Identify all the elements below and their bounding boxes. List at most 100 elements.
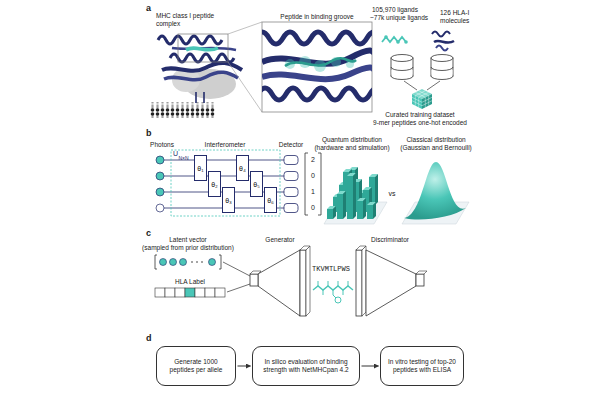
panel-letter: a [146, 3, 151, 14]
mhc-protein-part [158, 36, 222, 44]
generated-peptide-molecule-part [313, 286, 353, 290]
binding-groove-inset-part-part [262, 88, 372, 100]
discriminator-network-part [366, 250, 416, 316]
photon-sources-part [156, 156, 164, 164]
generator-network-part [300, 250, 306, 316]
photon-sources-part [156, 172, 164, 180]
mhc-protein [158, 36, 242, 103]
process-box: Generate 1000 peptides per allele [156, 346, 236, 386]
mhc-protein-part [196, 92, 204, 103]
discriminator-network-part [416, 271, 427, 274]
dataset-count: 105,970 ligands [372, 6, 418, 14]
hla-label-cells-part [185, 288, 195, 297]
mhc-protein-part [164, 72, 238, 80]
hla-label-cells-part [175, 288, 185, 297]
discriminator-network [356, 246, 427, 316]
flow-arrow [238, 366, 251, 367]
database-icons-part [427, 81, 440, 90]
phase-label: θ₄ [239, 165, 246, 172]
peptide-icon-part [396, 40, 400, 44]
generator-network-part [250, 274, 258, 286]
generated-peptide-molecule-part [333, 295, 336, 298]
hla-protein-icon-part [434, 41, 454, 43]
phase-label: θ₆ [267, 197, 274, 204]
zoom-box [178, 22, 262, 112]
quantum-bar-chart-part [347, 176, 353, 219]
latent-vector-part [209, 259, 216, 266]
mhc-protein-part [172, 48, 236, 50]
hla-label-cells [155, 288, 225, 297]
generator-inputs-part [227, 284, 250, 292]
database-icons [391, 55, 453, 91]
generated-peptide-molecule [313, 281, 353, 303]
input-label: HLA Label [175, 278, 205, 286]
photon-count: 0 [311, 172, 315, 180]
process-box: In vitro testing of top-20 peptides with… [380, 346, 464, 386]
quantum-bar-chart-part [337, 194, 343, 219]
generator-inputs [223, 262, 250, 292]
latent-vector-part [196, 261, 198, 263]
phase-shifter-box: θ₁ [194, 155, 207, 181]
photon-sources-part [156, 204, 164, 212]
column-heading: Detector [279, 141, 304, 149]
phase-shifter-box: θ₅ [250, 171, 263, 197]
dataset-count: ~77k unique ligands [370, 14, 428, 22]
hla-protein-icon [432, 32, 454, 51]
column-heading: Interferometer [205, 141, 246, 149]
photon-sources-part [156, 188, 164, 196]
membrane [150, 102, 215, 118]
phase-label: θ₃ [225, 197, 232, 204]
latent-vector [155, 255, 221, 269]
gaussian-surface [402, 162, 469, 224]
step-text: In silico evaluation of binding strength… [258, 358, 354, 374]
quantum-bar-chart-part [327, 209, 333, 219]
peptide-sequence: TKVMTLPWS [312, 265, 350, 273]
network-label: Generator [265, 236, 294, 244]
photon-count: 2 [311, 156, 315, 164]
latent-vector-part [191, 261, 193, 263]
zoom-box-part [228, 62, 262, 112]
generator-inputs-part [223, 262, 250, 276]
one-hot-cube-part [415, 91, 428, 98]
one-hot-cube-part [412, 96, 422, 108]
mhc-protein-part [162, 63, 242, 71]
quantum-bar-chart-part [363, 198, 366, 219]
output-bracket-part [318, 153, 321, 215]
discriminator-network-part [356, 250, 362, 316]
photon-count: 0 [311, 204, 315, 212]
interferometer-outline [171, 150, 280, 216]
peptide-icon-part [404, 40, 408, 44]
process-box: In silico evaluation of binding strength… [252, 346, 360, 386]
network-label: Discriminator [371, 236, 409, 244]
output-bracket-part [305, 153, 308, 215]
latent-vector-part [180, 259, 187, 266]
peptide-icon [382, 35, 408, 44]
quantum-bar-chart-part [353, 173, 356, 219]
latent-vector-part [201, 261, 203, 263]
detectors-part [284, 172, 298, 181]
discriminator-network-part [416, 274, 424, 286]
phase-shifter-box: θ₄ [236, 155, 249, 181]
detectors-part [284, 156, 298, 165]
quantum-bar-chart [324, 167, 387, 224]
interferometer-outline-part [171, 150, 280, 216]
panel-letter: b [146, 128, 152, 139]
latent-vector-part [170, 259, 177, 266]
latent-vector-part [155, 255, 157, 269]
binding-groove-inset-part-part [285, 58, 356, 66]
hla-protein-icon-part [432, 32, 450, 37]
zoom-box-part [178, 34, 228, 62]
flow-arrow [362, 366, 379, 367]
input-label: (sampled from prior distribution) [142, 244, 234, 252]
peptide-icon-part [384, 35, 388, 39]
distribution-heading: (hardware and simulation) [314, 144, 389, 152]
mhc-protein-part [186, 48, 218, 50]
generator-network-part [306, 246, 310, 316]
optical-modes-part [164, 176, 284, 177]
binding-groove-inset-part-part [262, 32, 372, 44]
distribution-heading: (Gaussian and Bernoulli) [400, 144, 472, 152]
latent-vector-part [160, 259, 167, 266]
caption-text: MHC class I peptide complex [156, 12, 228, 28]
